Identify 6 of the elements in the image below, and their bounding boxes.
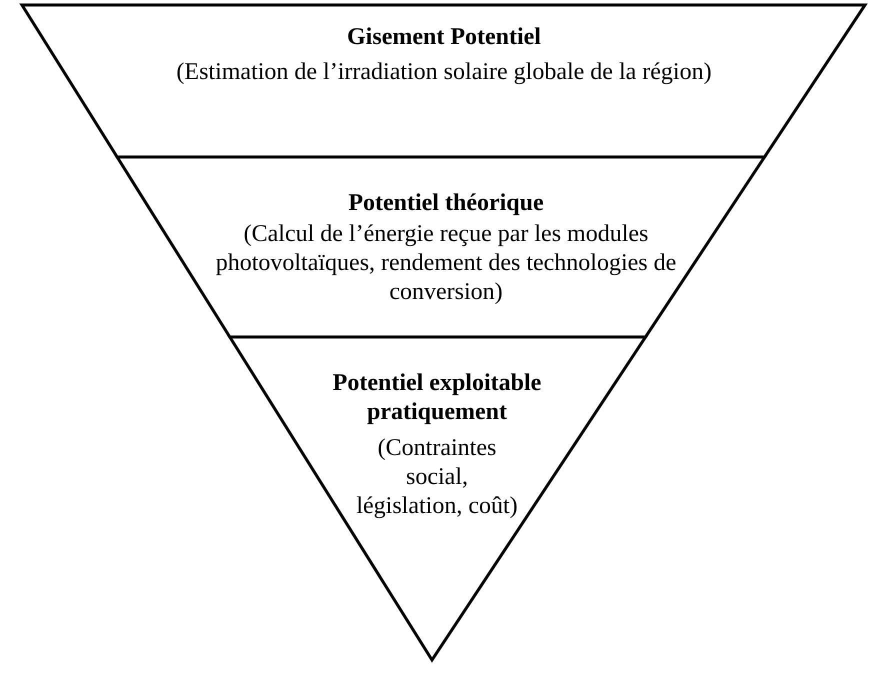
band-heading: Potentiel exploitable pratiquement bbox=[332, 369, 542, 427]
band-description: (Estimation de l’irradiation solaire globale de la région) bbox=[175, 58, 713, 87]
band-heading: Gisement Potentiel bbox=[346, 23, 542, 52]
band-description: (Calcul de l’énergie reçue par les modules photovoltaïques, rendement des technologies de conversion) bbox=[214, 220, 678, 307]
band-heading: Potentiel théorique bbox=[347, 189, 545, 218]
band-description: (Contraintes social, législation, coût) bbox=[355, 434, 519, 521]
